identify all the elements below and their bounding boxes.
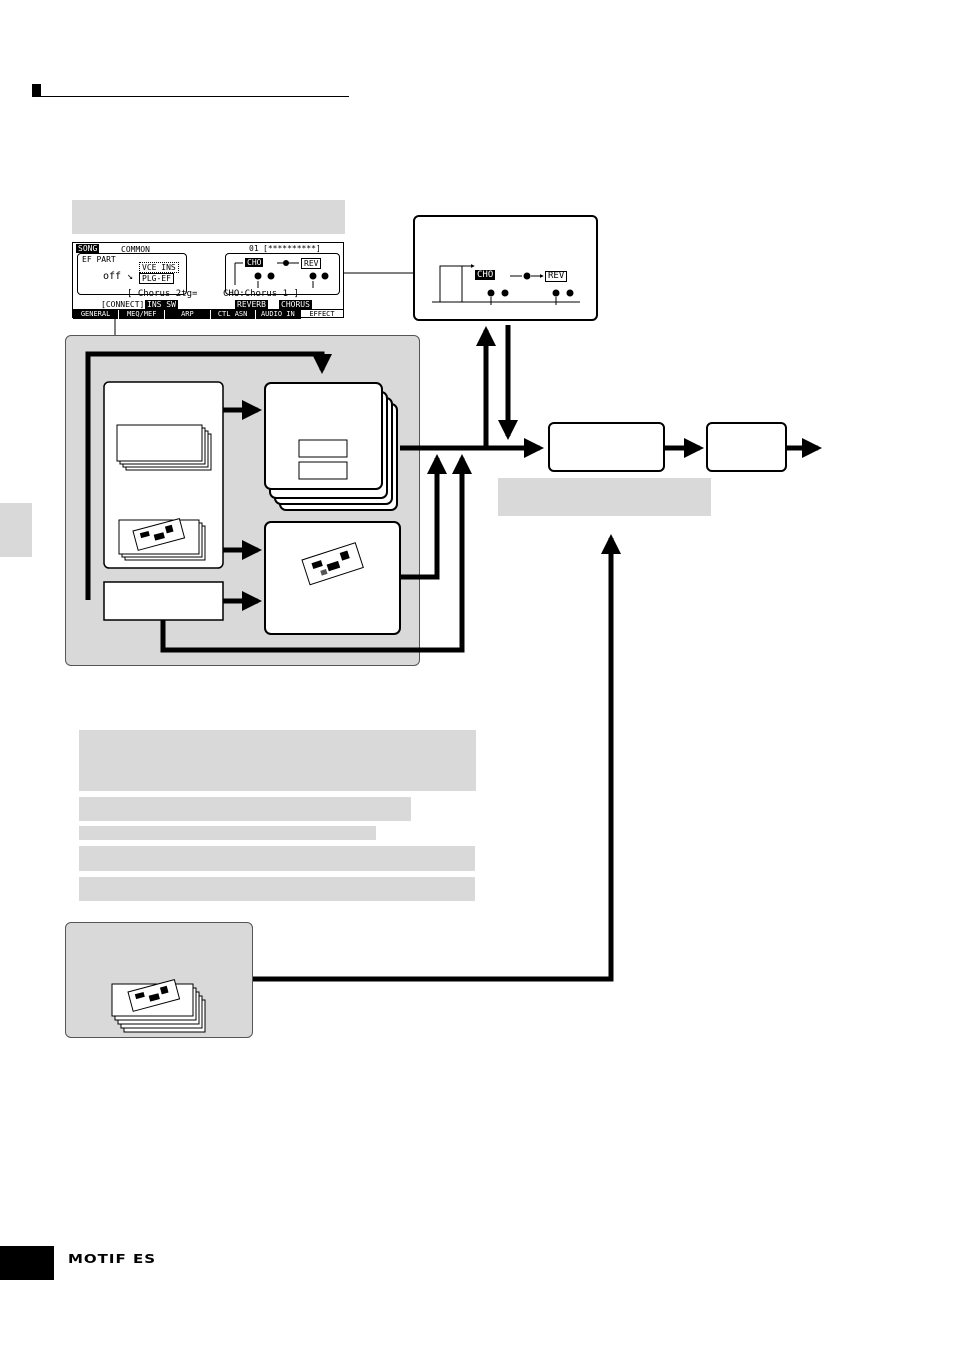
lcd-param-right: CHO:Chorus 1 ]	[223, 289, 299, 299]
section-marker	[32, 84, 41, 97]
lcd-knob-glyphs	[234, 260, 329, 288]
note-bar-2	[79, 797, 411, 821]
section-rule	[41, 96, 349, 97]
label-bar-song-common	[72, 200, 345, 234]
lcd-tab-row: GENERAL MEQ/MEF ARP CTL ASN AUDIO IN EFF…	[73, 309, 343, 319]
lcd-ef-part-label: EF PART	[82, 255, 116, 264]
lcd-button-chorus: CHORUS	[279, 300, 312, 309]
lcd-mode: SONG	[76, 244, 100, 253]
lcd-song-name: [**********]	[263, 244, 321, 253]
side-tab	[0, 503, 32, 557]
lcd-chorus-label: CHO	[245, 258, 264, 267]
callout-reverb-label: REV	[545, 271, 568, 282]
lcd-tab-ctl-asn: CTL ASN	[209, 310, 255, 319]
lcd-button-ins-sw: INS SW	[145, 300, 178, 309]
lcd-tab-audio-in: AUDIO IN	[254, 310, 300, 319]
lcd-button-connect: [CONNECT]	[101, 300, 145, 309]
lcd-song-number: 01	[249, 244, 259, 253]
lcd-tab-general: GENERAL	[73, 310, 119, 319]
lcd-route-option-0: VCE INS	[139, 262, 179, 273]
footer-logo: MOTIF ES	[68, 1252, 157, 1267]
lcd-tab-meq: MEQ/MEF	[118, 310, 165, 319]
note-bar-4	[79, 846, 475, 871]
lcd-route-option-1: PLG-EF	[139, 273, 174, 284]
lcd-tab-effect: EFFECT	[299, 310, 343, 319]
effect-chain-frame	[225, 253, 340, 295]
ef-part-frame	[77, 253, 187, 295]
lcd-reverb-label: REV	[301, 258, 322, 269]
note-bar-3	[79, 826, 376, 840]
lcd-param-left: [ Chorus 2tg=	[127, 289, 198, 299]
note-bar-5	[79, 877, 475, 901]
note-bar-1	[79, 730, 476, 791]
route-arrow-icon: ↘	[127, 271, 134, 282]
callout-chorus-label: CHO	[475, 270, 496, 280]
lcd-ef-part-value: off	[103, 271, 122, 282]
lcd-screen: SONG COMMON 01 [**********] EF PART off …	[72, 242, 344, 319]
lcd-submode: COMMON	[121, 245, 150, 254]
lcd-tab-arp: ARP	[164, 310, 210, 319]
effect-callout-box	[413, 215, 598, 321]
label-bar-master-effect	[498, 478, 711, 516]
page-number-block	[0, 1246, 54, 1280]
lcd-button-reverb: REVERB	[235, 300, 268, 309]
